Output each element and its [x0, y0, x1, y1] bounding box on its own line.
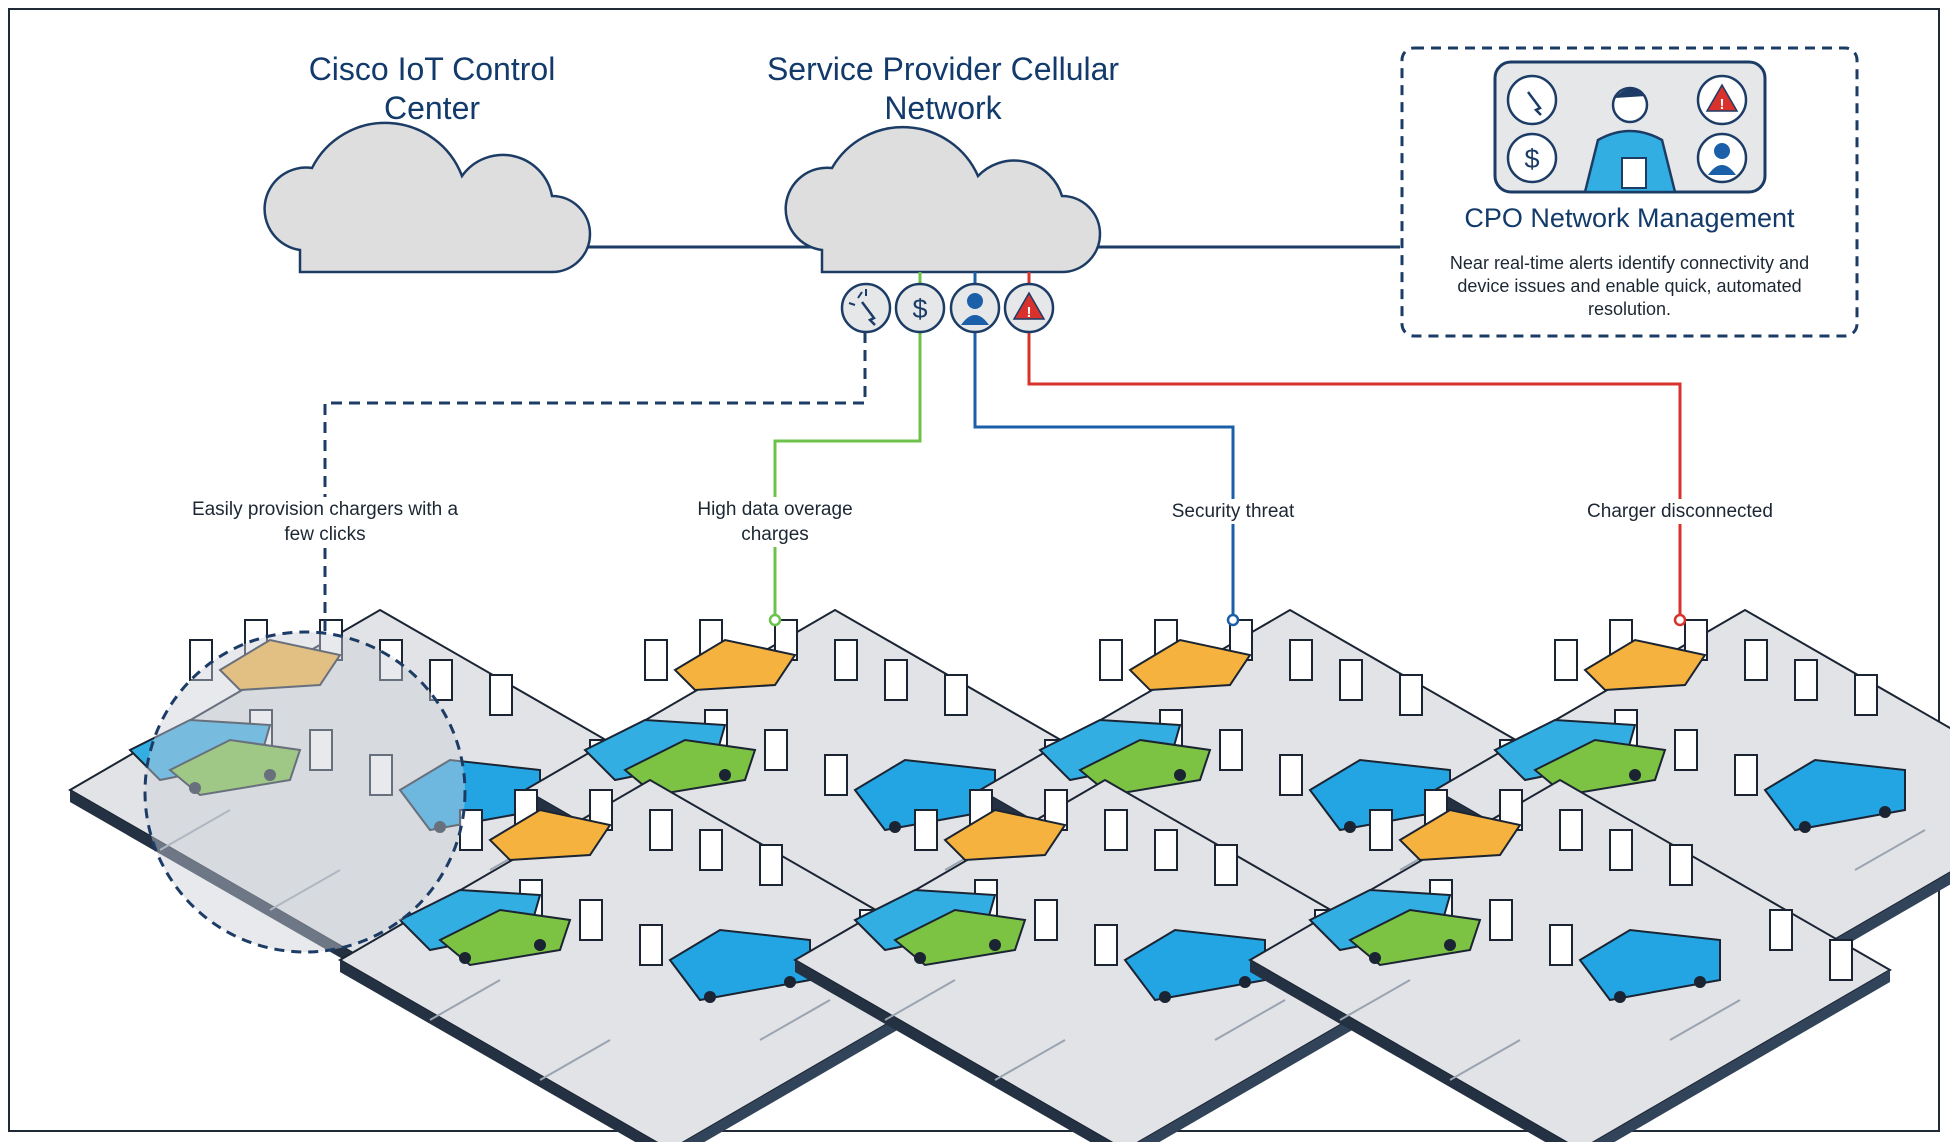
label-provision: Easily provision chargers with a few cli…	[190, 497, 460, 547]
endpoint-security	[1226, 613, 1240, 627]
svg-text:!: !	[1720, 96, 1725, 113]
sp-cloud-title: Service Provider Cellular Network	[766, 51, 1120, 126]
diagram-frame	[8, 8, 1940, 1132]
cpo-description: Near real-time alerts identify connectiv…	[1449, 253, 1810, 319]
label-overage: High data overage charges	[680, 497, 870, 547]
svg-text:$: $	[912, 294, 927, 324]
connector-provision	[323, 332, 867, 635]
endpoint-disconnected	[1673, 613, 1687, 627]
cloud-sp-shape	[784, 125, 1102, 274]
user-threat-icon	[949, 282, 1001, 334]
svg-text:$: $	[1524, 144, 1539, 174]
cpo-dollar-icon: $	[1506, 132, 1558, 184]
touch-click-icon	[840, 282, 892, 334]
cpo-title: CPO Network Management	[1464, 203, 1795, 233]
dollar-icon: $	[894, 282, 946, 334]
label-security: Security threat	[1143, 499, 1323, 524]
cpo-warning-icon: !	[1696, 74, 1748, 126]
cloud-iot-shape	[263, 121, 592, 274]
svg-text:!: !	[1027, 304, 1032, 321]
iot-cloud-title: Cisco IoT Control Center	[308, 51, 556, 126]
label-disconnected: Charger disconnected	[1565, 499, 1795, 524]
operator-person-icon	[1583, 86, 1677, 194]
cpo-touch-icon	[1506, 74, 1558, 126]
endpoint-overage	[768, 613, 782, 627]
cpo-user-icon	[1696, 132, 1748, 184]
warning-icon: !	[1003, 282, 1055, 334]
zoom-highlight-circle	[143, 630, 467, 954]
